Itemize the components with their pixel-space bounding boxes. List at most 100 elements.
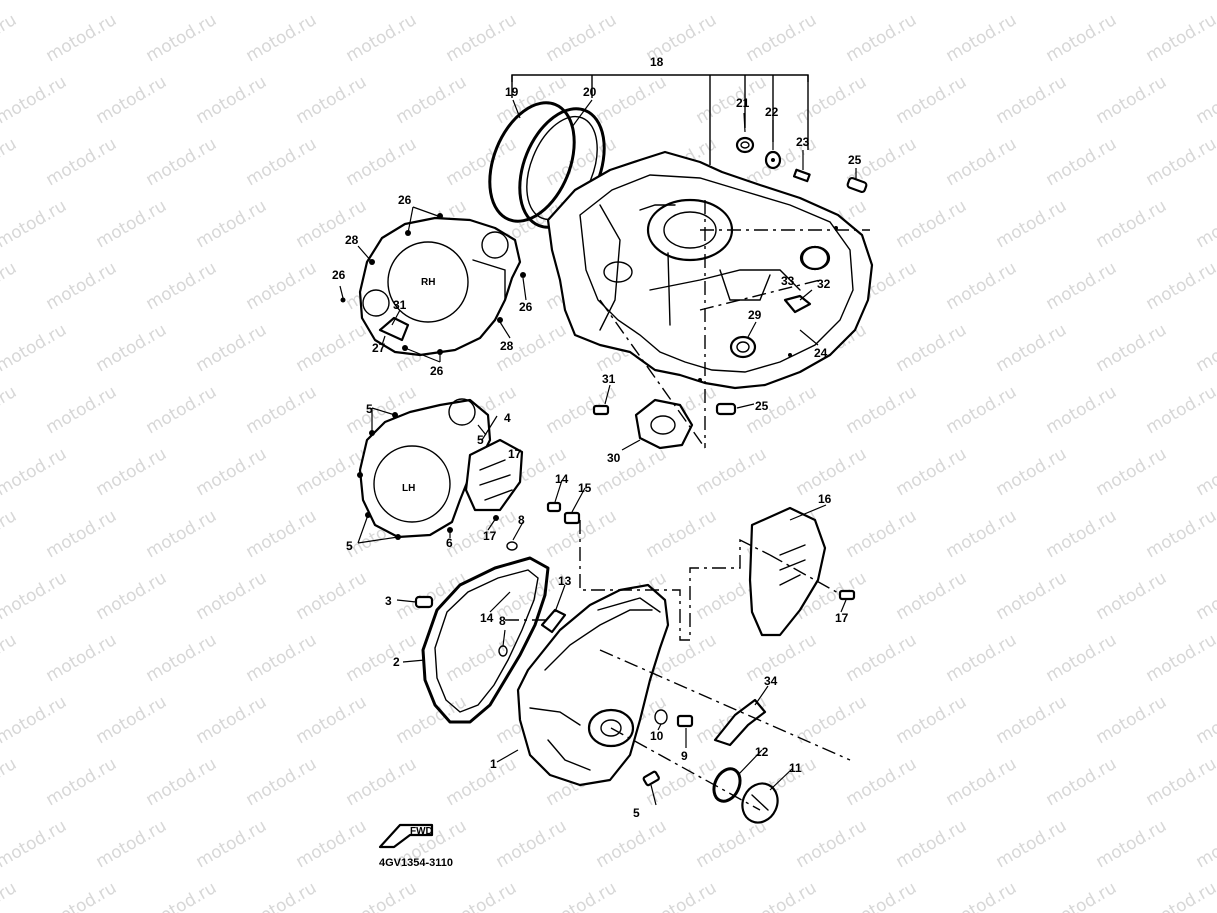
dowel-pin-25-top	[846, 176, 868, 194]
watermark-text: motod.ru	[443, 134, 521, 190]
watermark-text: motod.ru	[0, 258, 20, 314]
watermark-text: motod.ru	[43, 382, 121, 438]
watermark-text: motod.ru	[1093, 568, 1171, 624]
watermark-text: motod.ru	[293, 444, 371, 500]
diagram-reference-code: 4GV1354-3110	[379, 857, 454, 869]
callout-5-bottom: 5	[346, 539, 353, 553]
watermark-text: motod.ru	[1193, 444, 1217, 500]
watermark-text: motod.ru	[443, 754, 521, 810]
watermark-text: motod.ru	[93, 568, 171, 624]
callouts: 18 19 20 21 22 23 25 33 32 29 24 31 25 3…	[332, 55, 862, 820]
watermark-text: motod.ru	[593, 72, 671, 128]
watermark-text: motod.ru	[93, 444, 171, 500]
watermark-text: motod.ru	[1093, 0, 1171, 4]
watermark-text: motod.ru	[1193, 72, 1217, 128]
callout-3: 3	[385, 594, 392, 608]
watermark-text: motod.ru	[1093, 692, 1171, 748]
callout-26-bottom: 26	[430, 364, 444, 378]
callout-26-left: 26	[332, 268, 346, 282]
watermark-text: motod.ru	[343, 630, 421, 686]
callout-31-pump: 31	[602, 372, 616, 386]
watermark-text: motod.ru	[143, 382, 221, 438]
watermark-text: motod.ru	[293, 568, 371, 624]
callout-28-left: 28	[345, 233, 359, 247]
watermark-text: motod.ru	[1043, 10, 1121, 66]
watermark-text: motod.ru	[93, 72, 171, 128]
callout-2: 2	[393, 655, 400, 669]
watermark-text: motod.ru	[793, 816, 871, 872]
watermark-text: motod.ru	[0, 444, 70, 500]
watermark-text: motod.ru	[243, 506, 321, 562]
watermark-text: motod.ru	[193, 692, 271, 748]
watermark-text: motod.ru	[943, 754, 1021, 810]
fwd-arrow: FWD	[378, 823, 434, 849]
callout-17: 17	[835, 611, 849, 625]
watermark-text: motod.ru	[143, 258, 221, 314]
watermark-text: motod.ru	[993, 444, 1071, 500]
watermark-text: motod.ru	[893, 196, 971, 252]
watermark-text: motod.ru	[0, 692, 70, 748]
watermark-text: motod.ru	[43, 754, 121, 810]
watermark-text: motod.ru	[43, 878, 121, 913]
watermark-text: motod.ru	[93, 196, 171, 252]
watermark-text: motod.ru	[1193, 816, 1217, 872]
callout-18: 18	[650, 55, 664, 69]
callout-1: 1	[490, 757, 497, 771]
seal-32	[800, 245, 830, 271]
assembly-lines	[505, 74, 870, 811]
watermark-text: motod.ru	[43, 10, 121, 66]
watermark-text: motod.ru	[0, 568, 70, 624]
watermark-text: motod.ru	[993, 568, 1071, 624]
callout-17-top: 17	[508, 447, 522, 461]
callout-8-top: 8	[518, 513, 525, 527]
plug-11	[741, 782, 779, 824]
watermark-text: motod.ru	[0, 816, 70, 872]
watermark-text: motod.ru	[993, 320, 1071, 376]
watermark-text: motod.ru	[1043, 258, 1121, 314]
watermark-text: motod.ru	[593, 444, 671, 500]
watermark-text: motod.ru	[993, 816, 1071, 872]
watermark-text: motod.ru	[593, 816, 671, 872]
watermark-text: motod.ru	[93, 320, 171, 376]
lh-label: LH	[402, 483, 415, 494]
watermark-text: motod.ru	[1043, 134, 1121, 190]
watermark-text: motod.ru	[293, 692, 371, 748]
watermark-text: motod.ru	[1043, 382, 1121, 438]
watermark-text: motod.ru	[593, 0, 671, 4]
watermark-text: motod.ru	[1043, 754, 1121, 810]
watermark-text: motod.ru	[943, 878, 1021, 913]
watermark-text: motod.ru	[193, 816, 271, 872]
washer-22	[764, 150, 782, 170]
bolt-5	[642, 770, 660, 787]
bolt-17	[838, 589, 856, 601]
watermark-text: motod.ru	[1043, 506, 1121, 562]
watermark-text: motod.ru	[0, 72, 70, 128]
watermark-text: motod.ru	[0, 878, 20, 913]
watermark-text: motod.ru	[993, 692, 1071, 748]
watermark-text: motod.ru	[843, 754, 921, 810]
callout-24: 24	[814, 346, 828, 360]
right-crankcase-18	[546, 150, 874, 390]
watermark-text: motod.ru	[1143, 382, 1217, 438]
watermark-text: motod.ru	[0, 754, 20, 810]
watermark-text: motod.ru	[393, 72, 471, 128]
watermark-text: motod.ru	[0, 630, 20, 686]
watermark-text: motod.ru	[893, 0, 971, 4]
watermark-text: motod.ru	[943, 258, 1021, 314]
bearing-29	[729, 335, 757, 359]
watermark-text: motod.ru	[1143, 878, 1217, 913]
watermark-text: motod.ru	[743, 878, 821, 913]
callout-12: 12	[755, 745, 769, 759]
watermark-text: motod.ru	[493, 0, 571, 4]
callout-25-top: 25	[848, 153, 862, 167]
watermark-text: motod.ru	[1043, 878, 1121, 913]
watermark-text: motod.ru	[1143, 258, 1217, 314]
watermark-text: motod.ru	[493, 72, 571, 128]
plate-33	[783, 294, 812, 314]
watermark-text: motod.ru	[0, 10, 20, 66]
callout-28-right: 28	[500, 339, 514, 353]
callout-17-bottom: 17	[483, 529, 497, 543]
watermark-text: motod.ru	[843, 630, 921, 686]
